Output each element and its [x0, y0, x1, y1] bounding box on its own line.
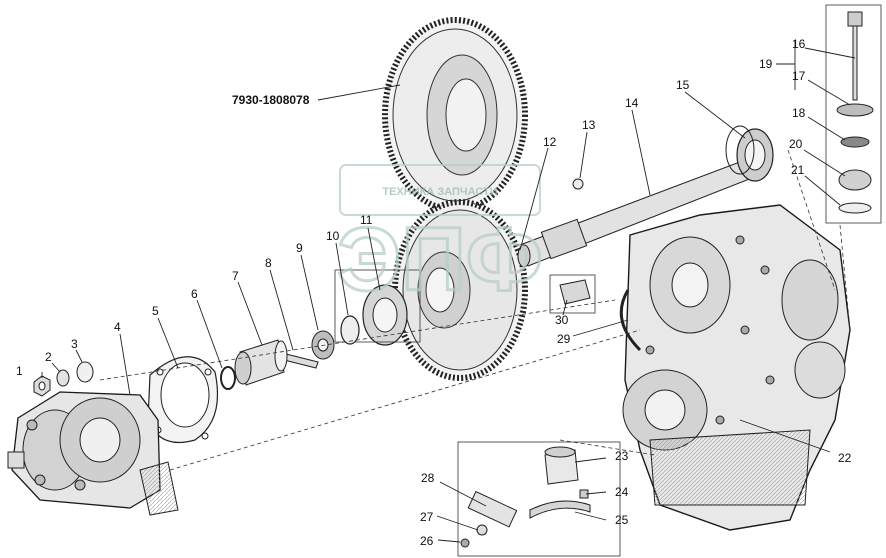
callout-5: 5: [152, 304, 159, 318]
callout-22: 22: [838, 451, 852, 465]
intermediate-gear: [392, 199, 528, 381]
watermark-text: ТЕХНИКА ЗАПЧАСТИ: [382, 186, 497, 198]
callout-7: 7: [232, 269, 239, 283]
assembly-part-label: 7930-1808078: [232, 93, 310, 107]
callout-10: 10: [326, 229, 340, 243]
nut-1: [33, 375, 51, 397]
callout-12: 12: [543, 135, 557, 149]
callout-25: 25: [615, 513, 629, 527]
callout-3: 3: [71, 337, 78, 351]
labels: 7930-1808078 1 2 3 4 5 6 7 8 9 10 11 12 …: [16, 37, 852, 548]
callout-19: 19: [759, 57, 773, 71]
callout-21: 21: [791, 163, 805, 177]
snap-ring-6: [220, 366, 236, 390]
callout-4: 4: [114, 320, 121, 334]
callout-9: 9: [296, 241, 303, 255]
fitting-30: [549, 274, 596, 314]
callout-2: 2: [45, 350, 52, 364]
pump-housing-4: [7, 391, 179, 516]
callout-16: 16: [792, 37, 806, 51]
washer-2: [56, 369, 70, 387]
callout-27: 27: [420, 510, 434, 524]
bearing-10: [334, 269, 421, 346]
watermark-logo: ТЕХНИКА ЗАПЧАСТИ ЭПФ: [336, 164, 544, 312]
clamp-kit-box: [457, 441, 621, 557]
callout-11: 11: [360, 213, 373, 227]
gearbox-housing: [619, 204, 851, 531]
callout-30: 30: [555, 313, 569, 327]
ball-13: [572, 178, 584, 190]
callout-18: 18: [792, 106, 806, 120]
watermark-logo-text: ЭПФ: [337, 210, 543, 310]
callout-29: 29: [557, 332, 571, 346]
callout-28: 28: [421, 471, 435, 485]
callout-17: 17: [792, 69, 806, 83]
callout-6: 6: [191, 287, 198, 301]
shaft: [517, 159, 753, 268]
gasket-5: [147, 356, 219, 444]
callout-8: 8: [265, 256, 272, 270]
callout-15: 15: [676, 78, 690, 92]
bushing-7: [234, 339, 288, 386]
large-gear: [382, 17, 528, 213]
callout-1: 1: [16, 364, 23, 378]
callout-14: 14: [625, 96, 639, 110]
leader-lines: [41, 40, 856, 543]
assembly-dashed-lines: [99, 149, 851, 471]
callout-24: 24: [615, 485, 629, 499]
plunger-assembly-19: [825, 4, 882, 224]
callout-26: 26: [420, 534, 434, 548]
bearing-15: [725, 125, 774, 182]
callout-13: 13: [582, 118, 596, 132]
ring-10b: [340, 315, 360, 345]
washer-3: [76, 361, 94, 383]
callout-20: 20: [789, 137, 803, 151]
callout-23: 23: [615, 449, 629, 463]
